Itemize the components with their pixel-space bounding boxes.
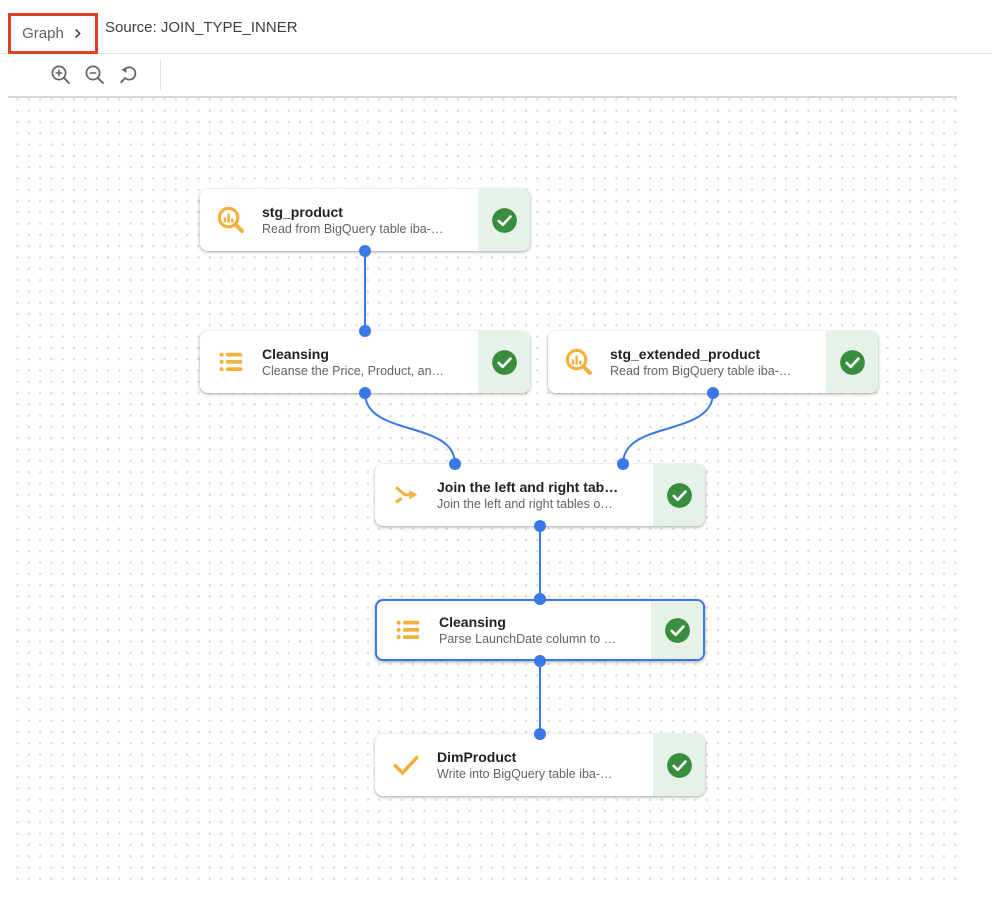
list-icon (377, 615, 439, 645)
node-text: Cleansing Cleanse the Price, Product, an… (262, 345, 478, 380)
success-check-icon (666, 752, 692, 778)
success-check-icon (491, 349, 517, 375)
zoom-reset-button[interactable] (112, 58, 146, 92)
breadcrumb: Graph Source: JOIN_TYPE_INNER (0, 0, 992, 54)
status-badge (826, 331, 878, 393)
breadcrumb-source-label: Source: JOIN_TYPE_INNER (105, 18, 298, 36)
success-check-icon (666, 482, 692, 508)
node-text: stg_extended_product Read from BigQuery … (610, 345, 826, 380)
node-title: Cleansing (262, 345, 329, 362)
node-text: stg_product Read from BigQuery table iba… (262, 203, 478, 238)
status-badge (478, 189, 530, 251)
annotation-highlight-box: Graph (8, 13, 98, 54)
check-icon (375, 749, 437, 781)
status-badge (478, 331, 530, 393)
node-text: Cleansing Parse LaunchDate column to … (439, 613, 651, 648)
success-check-icon (839, 349, 865, 375)
zoom-reset-icon (120, 66, 137, 84)
node-title: Cleansing (439, 613, 506, 630)
list-icon (200, 347, 262, 377)
zoom-out-icon (85, 65, 104, 84)
node-title: stg_product (262, 203, 343, 220)
success-check-icon (664, 617, 690, 643)
node-title: Join the left and right tab… (437, 478, 619, 495)
zoom-in-icon (51, 65, 70, 84)
chevron-right-icon (71, 27, 84, 40)
graph-node-join[interactable]: Join the left and right tab… Join the le… (375, 464, 705, 526)
zoom-in-button[interactable] (44, 58, 78, 92)
graph-node-cleansing_1[interactable]: Cleansing Cleanse the Price, Product, an… (200, 331, 530, 393)
breadcrumb-graph-link[interactable]: Graph (22, 25, 64, 42)
graph-node-stg_product[interactable]: stg_product Read from BigQuery table iba… (200, 189, 530, 251)
zoom-out-button[interactable] (78, 58, 112, 92)
graph-canvas[interactable]: stg_product Read from BigQuery table iba… (8, 96, 957, 886)
node-title: DimProduct (437, 748, 517, 765)
graph-toolbar (0, 54, 992, 96)
node-subtitle: Write into BigQuery table iba-… (437, 766, 613, 781)
toolbar-divider (160, 60, 161, 90)
node-layer: stg_product Read from BigQuery table iba… (8, 98, 957, 886)
graph-node-dim_product[interactable]: DimProduct Write into BigQuery table iba… (375, 734, 705, 796)
node-text: Join the left and right tab… Join the le… (437, 478, 653, 513)
node-subtitle: Parse LaunchDate column to … (439, 631, 617, 646)
graph-node-cleansing_2[interactable]: Cleansing Parse LaunchDate column to … (375, 599, 705, 661)
node-subtitle: Cleanse the Price, Product, an… (262, 363, 445, 378)
search-data-icon (200, 204, 262, 236)
status-badge (653, 734, 705, 796)
node-subtitle: Read from BigQuery table iba-… (262, 221, 444, 236)
search-data-icon (548, 346, 610, 378)
node-text: DimProduct Write into BigQuery table iba… (437, 748, 653, 783)
status-badge (653, 464, 705, 526)
join-icon (375, 480, 437, 510)
graph-node-stg_extended_product[interactable]: stg_extended_product Read from BigQuery … (548, 331, 878, 393)
status-badge (651, 601, 703, 659)
node-subtitle: Join the left and right tables o… (437, 496, 613, 511)
node-title: stg_extended_product (610, 345, 761, 362)
node-subtitle: Read from BigQuery table iba-… (610, 363, 792, 378)
success-check-icon (491, 207, 517, 233)
